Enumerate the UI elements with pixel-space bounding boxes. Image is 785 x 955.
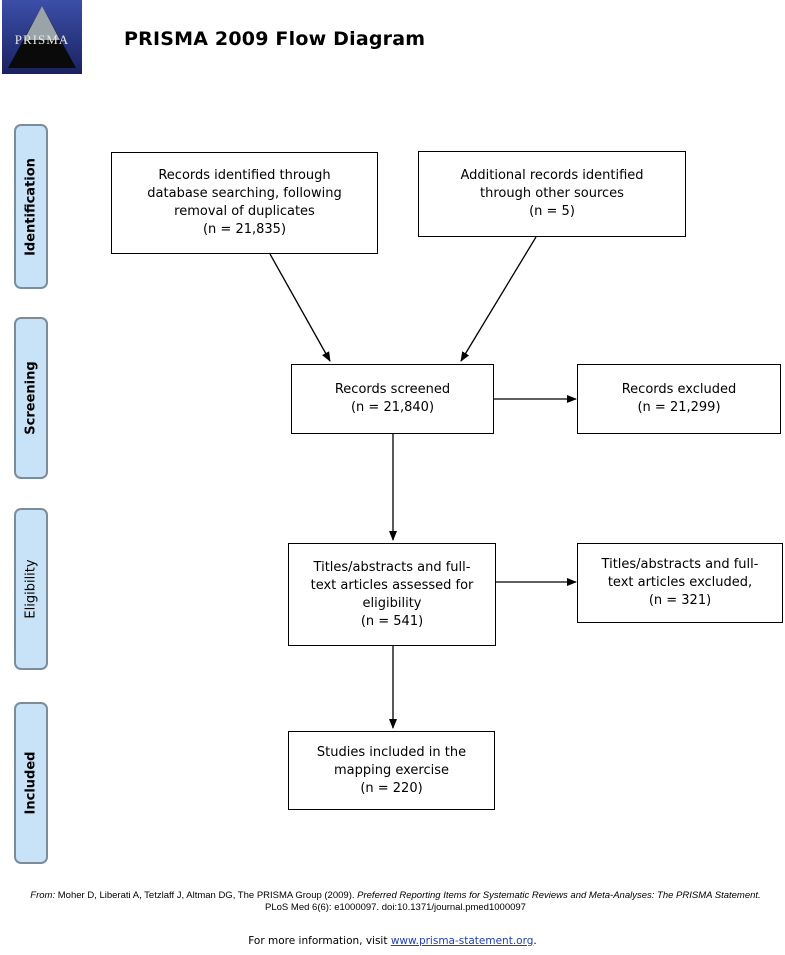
box-line: Studies included in the [316,744,467,760]
box-records-excluded: Records excluded (n = 21,299) [577,364,781,434]
box-other-sources: Additional records identified through ot… [418,151,686,237]
arrow-other-to-screened [460,236,537,362]
box-line: text articles excluded, [607,575,753,590]
prisma-logo: PRISMA [2,0,82,74]
box-line: (n = 220) [360,780,423,796]
citation-rest: PLoS Med 6(6): e1000097. doi:10.1371/jou… [265,902,526,913]
box-line: removal of duplicates [174,204,315,219]
box-line: mapping exercise [333,762,450,778]
box-line: (n = 21,299) [637,400,721,415]
box-line: Records excluded [621,382,737,397]
svg-text:PRISMA: PRISMA [15,32,69,47]
box-full-text-excluded: Titles/abstracts and full- text articles… [577,543,783,623]
box-line: Records identified through [158,168,331,183]
citation-authors: Moher D, Liberati A, Tetzlaff J, Altman … [57,890,355,901]
box-line: eligibility [362,595,422,611]
more-info: For more information, visit www.prisma-s… [0,935,785,947]
box-line: (n = 21,840) [350,400,435,415]
stage-screening: Screening [14,317,48,479]
box-line: Titles/abstracts and full- [601,557,759,572]
box-line: Additional records identified [460,168,644,183]
box-line: Records screened [334,382,451,397]
page-title: PRISMA 2009 Flow Diagram [124,28,426,50]
box-line: (n = 541) [360,613,424,629]
box-line: through other sources [480,186,624,201]
box-line: (n = 321) [648,593,712,608]
citation-title: Preferred Reporting Items for Systematic… [357,890,761,901]
info-suffix: . [533,935,537,947]
box-line: database searching, following [147,186,342,201]
stage-eligibility: Eligibility [14,508,48,670]
citation: From: Moher D, Liberati A, Tetzlaff J, A… [18,890,773,914]
box-studies-included: Studies included in the mapping exercise… [288,731,495,810]
stage-included: Included [14,702,48,864]
box-line: (n = 21,835) [202,222,287,237]
citation-prefix: From: [30,890,56,901]
arrow-database-to-screened [269,253,331,362]
stage-identification: Identification [14,124,48,289]
box-full-text-assessed: Titles/abstracts and full- text articles… [288,543,496,646]
box-database-records: Records identified through database sear… [111,152,378,254]
box-line: Titles/abstracts and full- [313,559,471,575]
box-line: text articles assessed for [310,577,474,593]
prisma-website-link[interactable]: www.prisma-statement.org [390,935,534,947]
box-line: (n = 5) [529,204,575,219]
info-prefix: For more information, visit [248,935,388,947]
box-records-screened: Records screened (n = 21,840) [291,364,494,434]
